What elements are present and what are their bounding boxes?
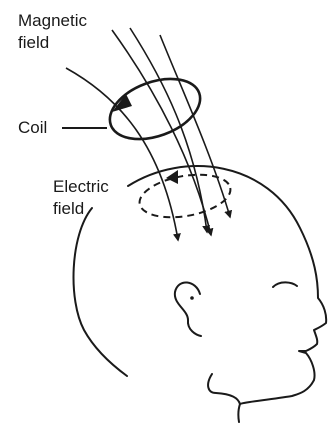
magnetic-field-label-line2: field <box>18 32 87 54</box>
electric-field-label-line1: Electric <box>53 176 109 198</box>
back-of-head <box>74 208 127 376</box>
ear <box>175 282 201 336</box>
head-outline <box>74 166 327 422</box>
crown-and-face-profile <box>128 166 326 422</box>
magnetic-field-label: Magnetic field <box>18 10 87 54</box>
ear-dot <box>190 296 194 300</box>
eye <box>273 282 297 287</box>
electric-field-direction-arrow <box>166 170 178 184</box>
neck-jaw <box>208 374 240 404</box>
magnetic-field-line <box>112 30 211 235</box>
electric-field-label-line2: field <box>53 198 109 220</box>
coil-label: Coil <box>18 117 47 139</box>
magnetic-field-label-line1: Magnetic <box>18 10 87 32</box>
electric-field-label: Electric field <box>53 176 109 220</box>
electric-field-loop <box>136 168 234 223</box>
